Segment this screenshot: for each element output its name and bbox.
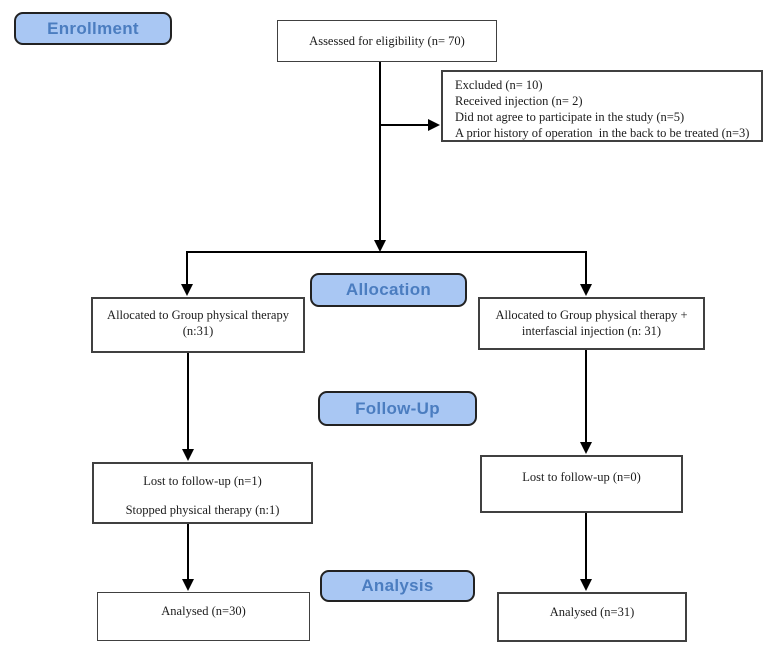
followup-left-line-1: Lost to follow-up (n=1) bbox=[143, 474, 262, 488]
followup-right-line-1: Lost to follow-up (n=0) bbox=[522, 470, 641, 484]
allocated-therapy-plus-injection-box: Allocated to Group physical therapy + in… bbox=[478, 297, 705, 350]
assessed-for-eligibility-box: Assessed for eligibility (n= 70) bbox=[277, 20, 497, 62]
followup-left-line-2: Stopped physical therapy (n:1) bbox=[125, 503, 280, 517]
analysed-right-text: Analysed (n=31) bbox=[549, 605, 635, 619]
allocated-left-line-1: Allocated to Group physical therapy bbox=[107, 308, 289, 322]
allocated-right-line-2: interfascial injection (n: 31) bbox=[521, 324, 662, 338]
allocated-physical-therapy-box: Allocated to Group physical therapy (n:3… bbox=[91, 297, 305, 353]
stage-label-follow-up: Follow-Up bbox=[318, 391, 477, 426]
excluded-line-3: Did not agree to participate in the stud… bbox=[455, 110, 685, 124]
analysed-left-box: Analysed (n=30) bbox=[97, 592, 310, 641]
excluded-line-2: Received injection (n= 2) bbox=[455, 94, 583, 108]
analysed-left-text: Analysed (n=30) bbox=[161, 604, 246, 618]
stage-label-enrollment: Enrollment bbox=[14, 12, 172, 45]
stage-label-allocation: Allocation bbox=[310, 273, 467, 307]
allocated-right-line-1: Allocated to Group physical therapy + bbox=[495, 308, 688, 322]
stage-label-analysis: Analysis bbox=[320, 570, 475, 602]
excluded-line-4: A prior history of operation in the back… bbox=[455, 126, 750, 140]
excluded-line-1: Excluded (n= 10) bbox=[455, 78, 543, 92]
allocated-left-line-2: (n:31) bbox=[182, 324, 214, 338]
analysed-right-box: Analysed (n=31) bbox=[497, 592, 687, 642]
excluded-box: Excluded (n= 10) Received injection (n= … bbox=[441, 70, 763, 142]
followup-left-box: Lost to follow-up (n=1) Stopped physical… bbox=[92, 462, 313, 524]
followup-right-box: Lost to follow-up (n=0) bbox=[480, 455, 683, 513]
assessed-text: Assessed for eligibility (n= 70) bbox=[309, 34, 465, 48]
